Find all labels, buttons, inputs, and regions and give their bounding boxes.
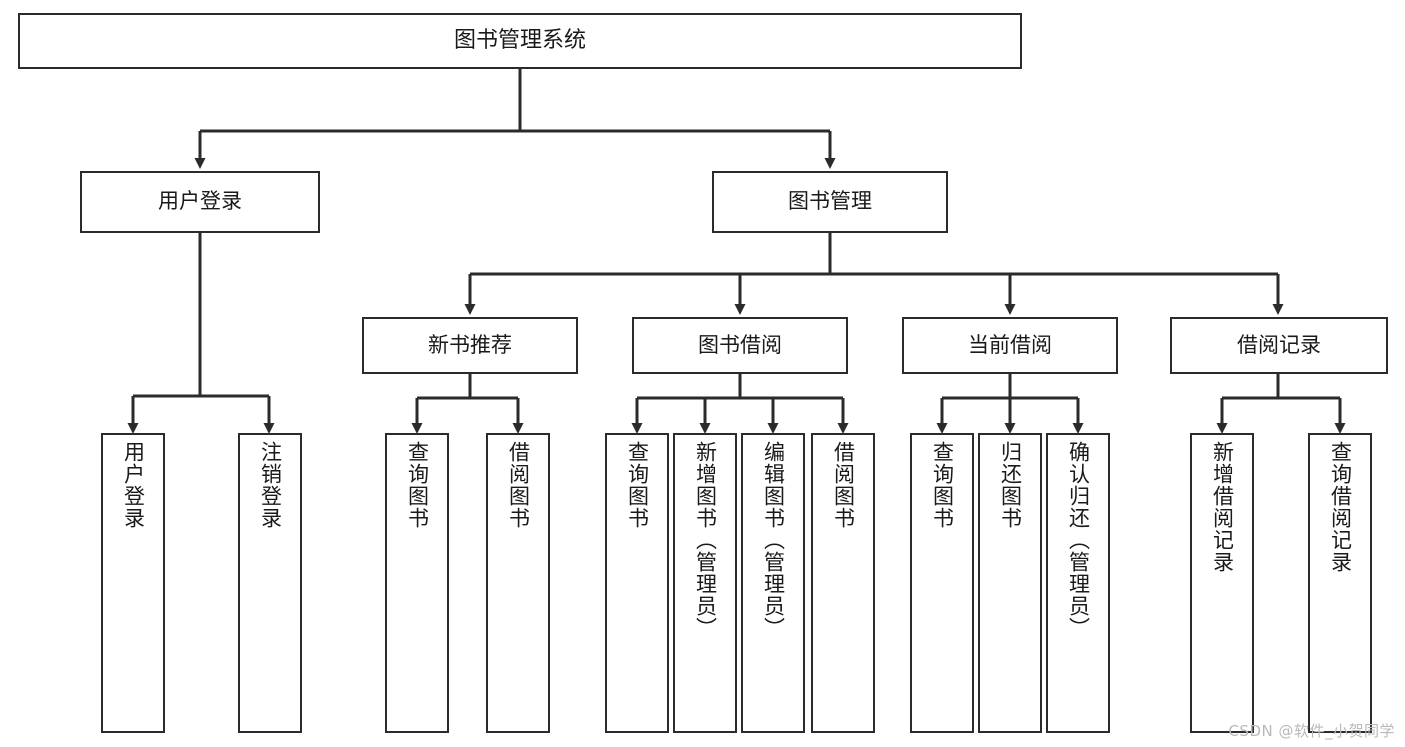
leaf-confirm-return-admin-label: 确认归还（管理员） — [1066, 441, 1091, 639]
node-root-label: 图书管理系统 — [453, 27, 586, 53]
node-book-borrow-label: 图书借阅 — [698, 332, 782, 357]
leaf-query-book-borrow[interactable]: 查询图书 — [605, 433, 669, 733]
leaf-return-book[interactable]: 归还图书 — [978, 433, 1042, 733]
node-borrow-record[interactable]: 借阅记录 — [1170, 317, 1388, 374]
leaf-query-book-current[interactable]: 查询图书 — [910, 433, 974, 733]
leaf-borrow-book[interactable]: 借阅图书 — [811, 433, 875, 733]
leaf-borrow-book-label: 借阅图书 — [831, 441, 856, 529]
leaf-add-book-admin[interactable]: 新增图书（管理员） — [673, 433, 737, 733]
leaf-edit-book-admin-label: 编辑图书（管理员） — [761, 441, 786, 639]
node-root-book-management-system[interactable]: 图书管理系统 — [18, 13, 1022, 69]
node-book-management-label: 图书管理 — [788, 189, 872, 214]
leaf-confirm-return-admin[interactable]: 确认归还（管理员） — [1046, 433, 1110, 733]
leaf-borrow-book-recommend[interactable]: 借阅图书 — [486, 433, 550, 733]
leaf-user-login-label: 用户登录 — [121, 441, 146, 529]
leaf-add-book-admin-label: 新增图书（管理员） — [693, 441, 718, 639]
node-book-management[interactable]: 图书管理 — [712, 171, 948, 233]
leaf-edit-book-admin[interactable]: 编辑图书（管理员） — [741, 433, 805, 733]
leaf-query-book-borrow-label: 查询图书 — [625, 441, 650, 529]
leaf-borrow-book-recommend-label: 借阅图书 — [506, 441, 531, 529]
leaf-logout[interactable]: 注销登录 — [238, 433, 302, 733]
node-new-book-recommend-label: 新书推荐 — [428, 332, 512, 357]
leaf-query-book-recommend[interactable]: 查询图书 — [385, 433, 449, 733]
leaf-user-login[interactable]: 用户登录 — [101, 433, 165, 733]
node-current-borrow[interactable]: 当前借阅 — [902, 317, 1118, 374]
leaf-query-borrow-record-label: 查询借阅记录 — [1328, 441, 1353, 573]
leaf-add-borrow-record[interactable]: 新增借阅记录 — [1190, 433, 1254, 733]
node-current-borrow-label: 当前借阅 — [968, 332, 1052, 357]
node-book-borrow[interactable]: 图书借阅 — [632, 317, 848, 374]
leaf-query-borrow-record[interactable]: 查询借阅记录 — [1308, 433, 1372, 733]
leaf-logout-label: 注销登录 — [258, 441, 283, 529]
leaf-return-book-label: 归还图书 — [998, 441, 1023, 529]
leaf-query-book-current-label: 查询图书 — [930, 441, 955, 529]
node-user-login-label: 用户登录 — [158, 189, 242, 214]
leaf-query-book-recommend-label: 查询图书 — [405, 441, 430, 529]
node-user-login[interactable]: 用户登录 — [80, 171, 320, 233]
node-new-book-recommend[interactable]: 新书推荐 — [362, 317, 578, 374]
node-borrow-record-label: 借阅记录 — [1237, 332, 1321, 357]
leaf-add-borrow-record-label: 新增借阅记录 — [1210, 441, 1235, 573]
